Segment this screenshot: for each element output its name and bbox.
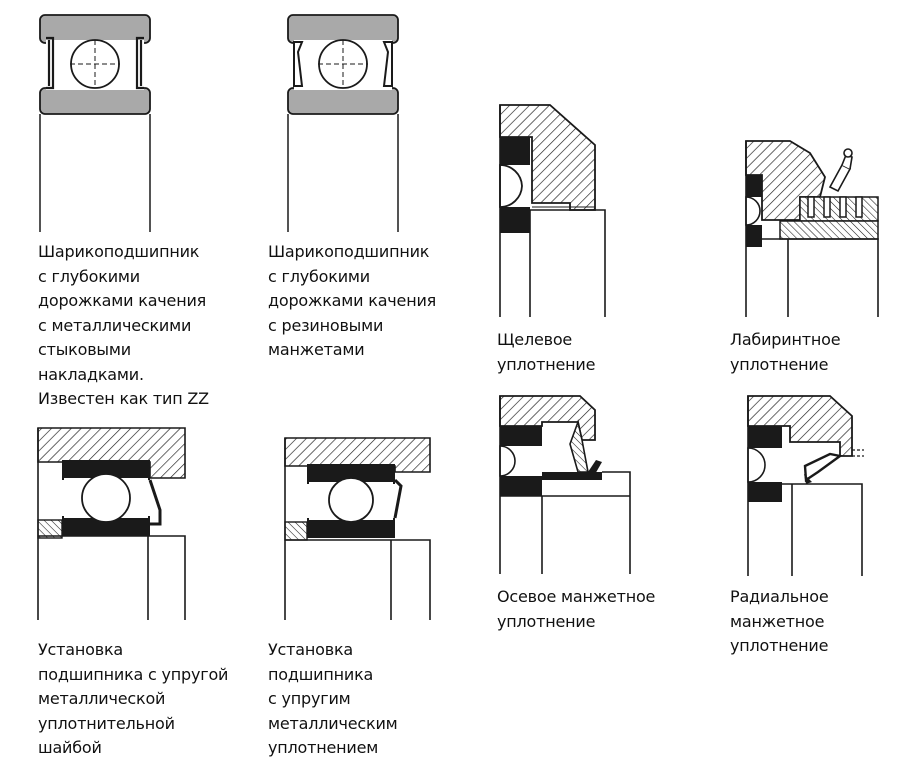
radial-lip-seal bbox=[803, 452, 843, 483]
diagram-gap-seal bbox=[499, 104, 606, 317]
diagram-zz-bearing bbox=[39, 14, 151, 232]
ball bbox=[499, 445, 516, 477]
elastic-washer bbox=[148, 479, 162, 526]
outer-ring bbox=[287, 14, 399, 44]
caption-axial-lip-seal: Осевое манжетное уплотнение bbox=[497, 587, 656, 631]
ball bbox=[81, 473, 131, 523]
grease-port-icon bbox=[852, 449, 864, 457]
rubber-seal-right bbox=[382, 41, 393, 87]
bearing-inner-ring bbox=[500, 476, 542, 496]
caption-labyrinth-seal: Лабиринтное уплотнение bbox=[730, 330, 841, 374]
bearing-outer-ring bbox=[746, 175, 762, 197]
shaft bbox=[500, 471, 631, 574]
bearing-inner-ring bbox=[307, 518, 395, 538]
ball bbox=[745, 196, 761, 226]
panel-radial-lip-seal: Радиальное манжетное уплотнение bbox=[700, 390, 900, 670]
ball bbox=[499, 164, 523, 208]
panel-elastic-washer: Установка подшипника с упругой металличе… bbox=[0, 420, 245, 768]
bearing-inner-ring bbox=[500, 207, 530, 233]
sealing-lip bbox=[804, 474, 812, 484]
grease-nipple-icon bbox=[828, 148, 853, 193]
panel-rubber-seals: Шарикоподшипник с глубокими дорожками ка… bbox=[240, 0, 470, 420]
shaft bbox=[285, 539, 431, 620]
diagram-radial-lip-seal bbox=[747, 395, 864, 576]
spacer-left bbox=[284, 521, 308, 541]
diagram-axial-lip-seal bbox=[499, 395, 631, 574]
diagram-elastic-washer bbox=[37, 427, 186, 620]
bearing-outer-ring bbox=[748, 426, 782, 448]
bearing-outer-ring bbox=[62, 460, 150, 480]
inner-sleeve bbox=[779, 220, 879, 240]
panel-zz-shields: Шарикоподшипник с глубокими дорожками ка… bbox=[0, 0, 240, 420]
ball bbox=[747, 447, 766, 483]
bearing-outer-ring bbox=[500, 426, 542, 446]
shaft bbox=[38, 535, 186, 620]
caption-gap-seal: Щелевое уплотнение bbox=[497, 330, 596, 374]
shaft bbox=[748, 483, 863, 576]
diagram-rubber-seal-bearing bbox=[287, 14, 399, 232]
diagram-labyrinth-seal bbox=[745, 140, 879, 317]
panel-labyrinth-seal: Лабиринтное уплотнение bbox=[700, 135, 900, 385]
labyrinth-teeth bbox=[799, 196, 879, 222]
shield-left bbox=[46, 36, 55, 90]
bearing-outer-ring bbox=[307, 464, 395, 484]
inner-ring bbox=[39, 87, 151, 115]
diagram-elastic-metal-seal bbox=[284, 437, 431, 620]
caption-elastic-metal-seal: Установка подшипника с упругим металличе… bbox=[268, 640, 398, 757]
thrust-ring bbox=[542, 472, 602, 480]
ball bbox=[328, 477, 374, 523]
caption-radial-lip-seal: Радиальное манжетное уплотнение bbox=[730, 587, 829, 655]
elastic-metal-seal bbox=[393, 478, 403, 519]
bearing-inner-ring bbox=[746, 225, 762, 247]
panel-axial-lip-seal: Осевое манжетное уплотнение bbox=[470, 390, 685, 640]
shield-right bbox=[135, 36, 144, 90]
outer-ring bbox=[39, 14, 151, 44]
bearing-outer-ring bbox=[500, 137, 530, 165]
shaft bbox=[746, 238, 879, 317]
shaft bbox=[500, 209, 606, 317]
caption-elastic-washer: Установка подшипника с упругой металличе… bbox=[38, 640, 229, 757]
inner-ring bbox=[287, 87, 399, 115]
caption-zz-shields: Шарикоподшипник с глубокими дорожками ка… bbox=[38, 242, 209, 408]
rubber-seal-left bbox=[293, 41, 304, 87]
panel-elastic-metal-seal: Установка подшипника с упругим металличе… bbox=[245, 430, 470, 768]
bearing-inner-ring bbox=[748, 482, 782, 502]
panel-gap-seal: Щелевое уплотнение bbox=[470, 95, 670, 385]
bearing-inner-ring bbox=[62, 516, 150, 536]
caption-rubber-seals: Шарикоподшипник с глубокими дорожками ка… bbox=[268, 242, 437, 359]
